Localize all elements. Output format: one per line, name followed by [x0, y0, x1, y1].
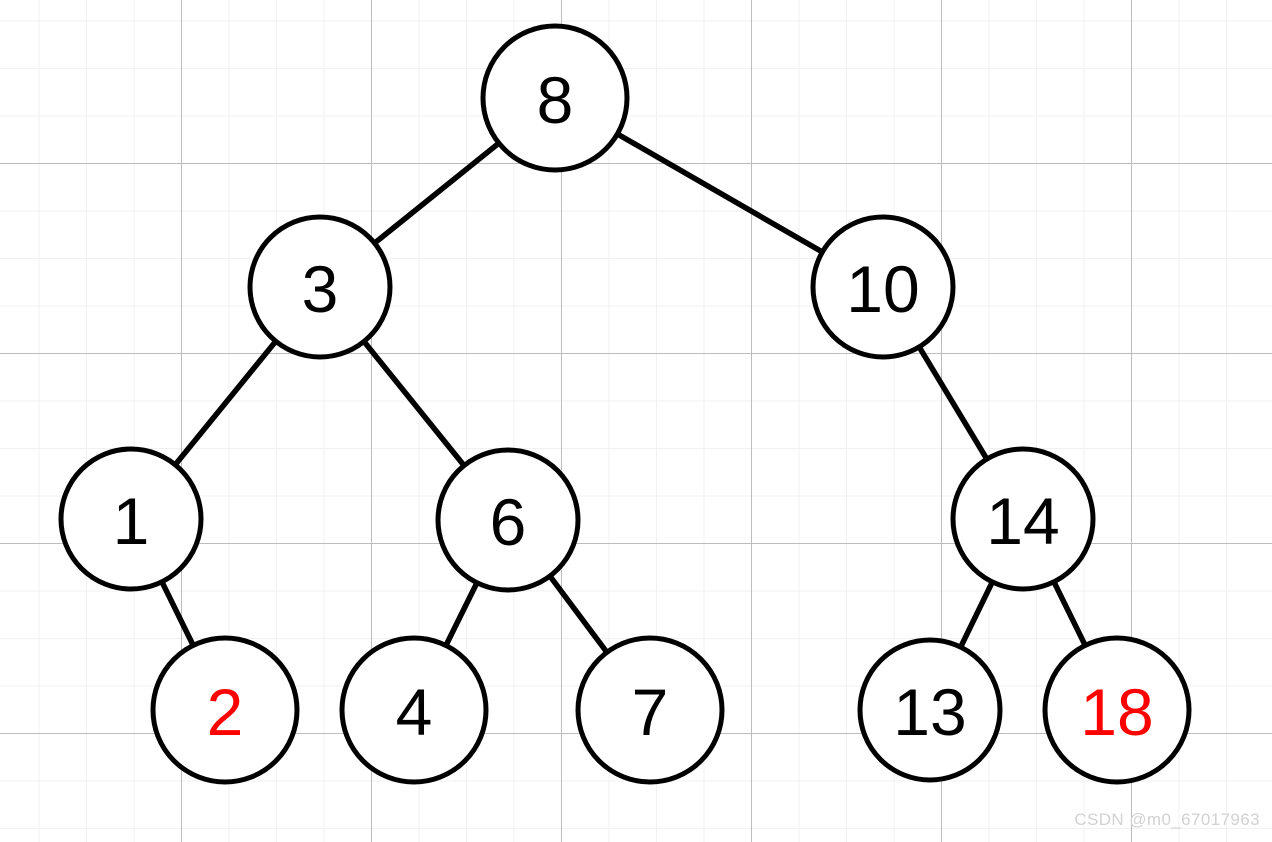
node-label-18: 18	[1080, 675, 1153, 749]
node-label-14: 14	[986, 484, 1059, 558]
tree-edge-1-2	[159, 579, 196, 648]
node-circle-8	[480, 23, 630, 173]
tree-edge-6-4	[443, 580, 480, 648]
tree-node-8[interactable]: 8	[480, 23, 630, 173]
tree-node-18[interactable]: 18	[1042, 635, 1192, 785]
tree-edge-14-13	[958, 580, 995, 649]
watermark-text: CSDN @m0_67017963	[1074, 810, 1260, 829]
tree-nodes-layer: 8 3 10 1 6 14 2 4 7 13 18	[58, 23, 1192, 785]
tree-edge-8-10	[615, 131, 825, 255]
tree-edge-3-6	[361, 339, 467, 468]
node-label-3: 3	[302, 252, 339, 326]
tree-edge-8-3	[372, 141, 501, 246]
tree-node-6[interactable]: 6	[435, 447, 581, 593]
tree-node-4[interactable]: 4	[339, 635, 489, 785]
node-label-6: 6	[490, 485, 527, 559]
node-circle-14	[950, 446, 1096, 592]
node-label-13: 13	[893, 675, 966, 749]
node-circle-4	[339, 635, 489, 785]
node-circle-10	[810, 214, 956, 360]
node-circle-2	[150, 635, 300, 785]
node-label-7: 7	[632, 675, 669, 749]
tree-node-3[interactable]: 3	[247, 214, 393, 360]
tree-node-14[interactable]: 14	[950, 446, 1096, 592]
node-label-1: 1	[113, 484, 150, 558]
node-circle-18	[1042, 635, 1192, 785]
tree-edge-3-1	[173, 339, 278, 467]
tree-edge-6-7	[547, 574, 610, 655]
node-label-2: 2	[207, 675, 244, 749]
tree-node-13[interactable]: 13	[857, 637, 1003, 783]
node-circle-13	[857, 637, 1003, 783]
tree-edges-layer	[159, 131, 1088, 655]
tree-node-1[interactable]: 1	[58, 446, 204, 592]
node-circle-7	[575, 635, 725, 785]
tree-node-10[interactable]: 10	[810, 214, 956, 360]
node-label-8: 8	[537, 63, 574, 137]
node-label-10: 10	[846, 252, 919, 326]
node-circle-1	[58, 446, 204, 592]
node-circle-6	[435, 447, 581, 593]
tree-node-2[interactable]: 2	[150, 635, 300, 785]
tree-node-7[interactable]: 7	[575, 635, 725, 785]
node-label-4: 4	[396, 675, 433, 749]
tree-edge-10-14	[916, 345, 990, 461]
tree-edge-14-18	[1051, 579, 1088, 648]
node-circle-3	[247, 214, 393, 360]
